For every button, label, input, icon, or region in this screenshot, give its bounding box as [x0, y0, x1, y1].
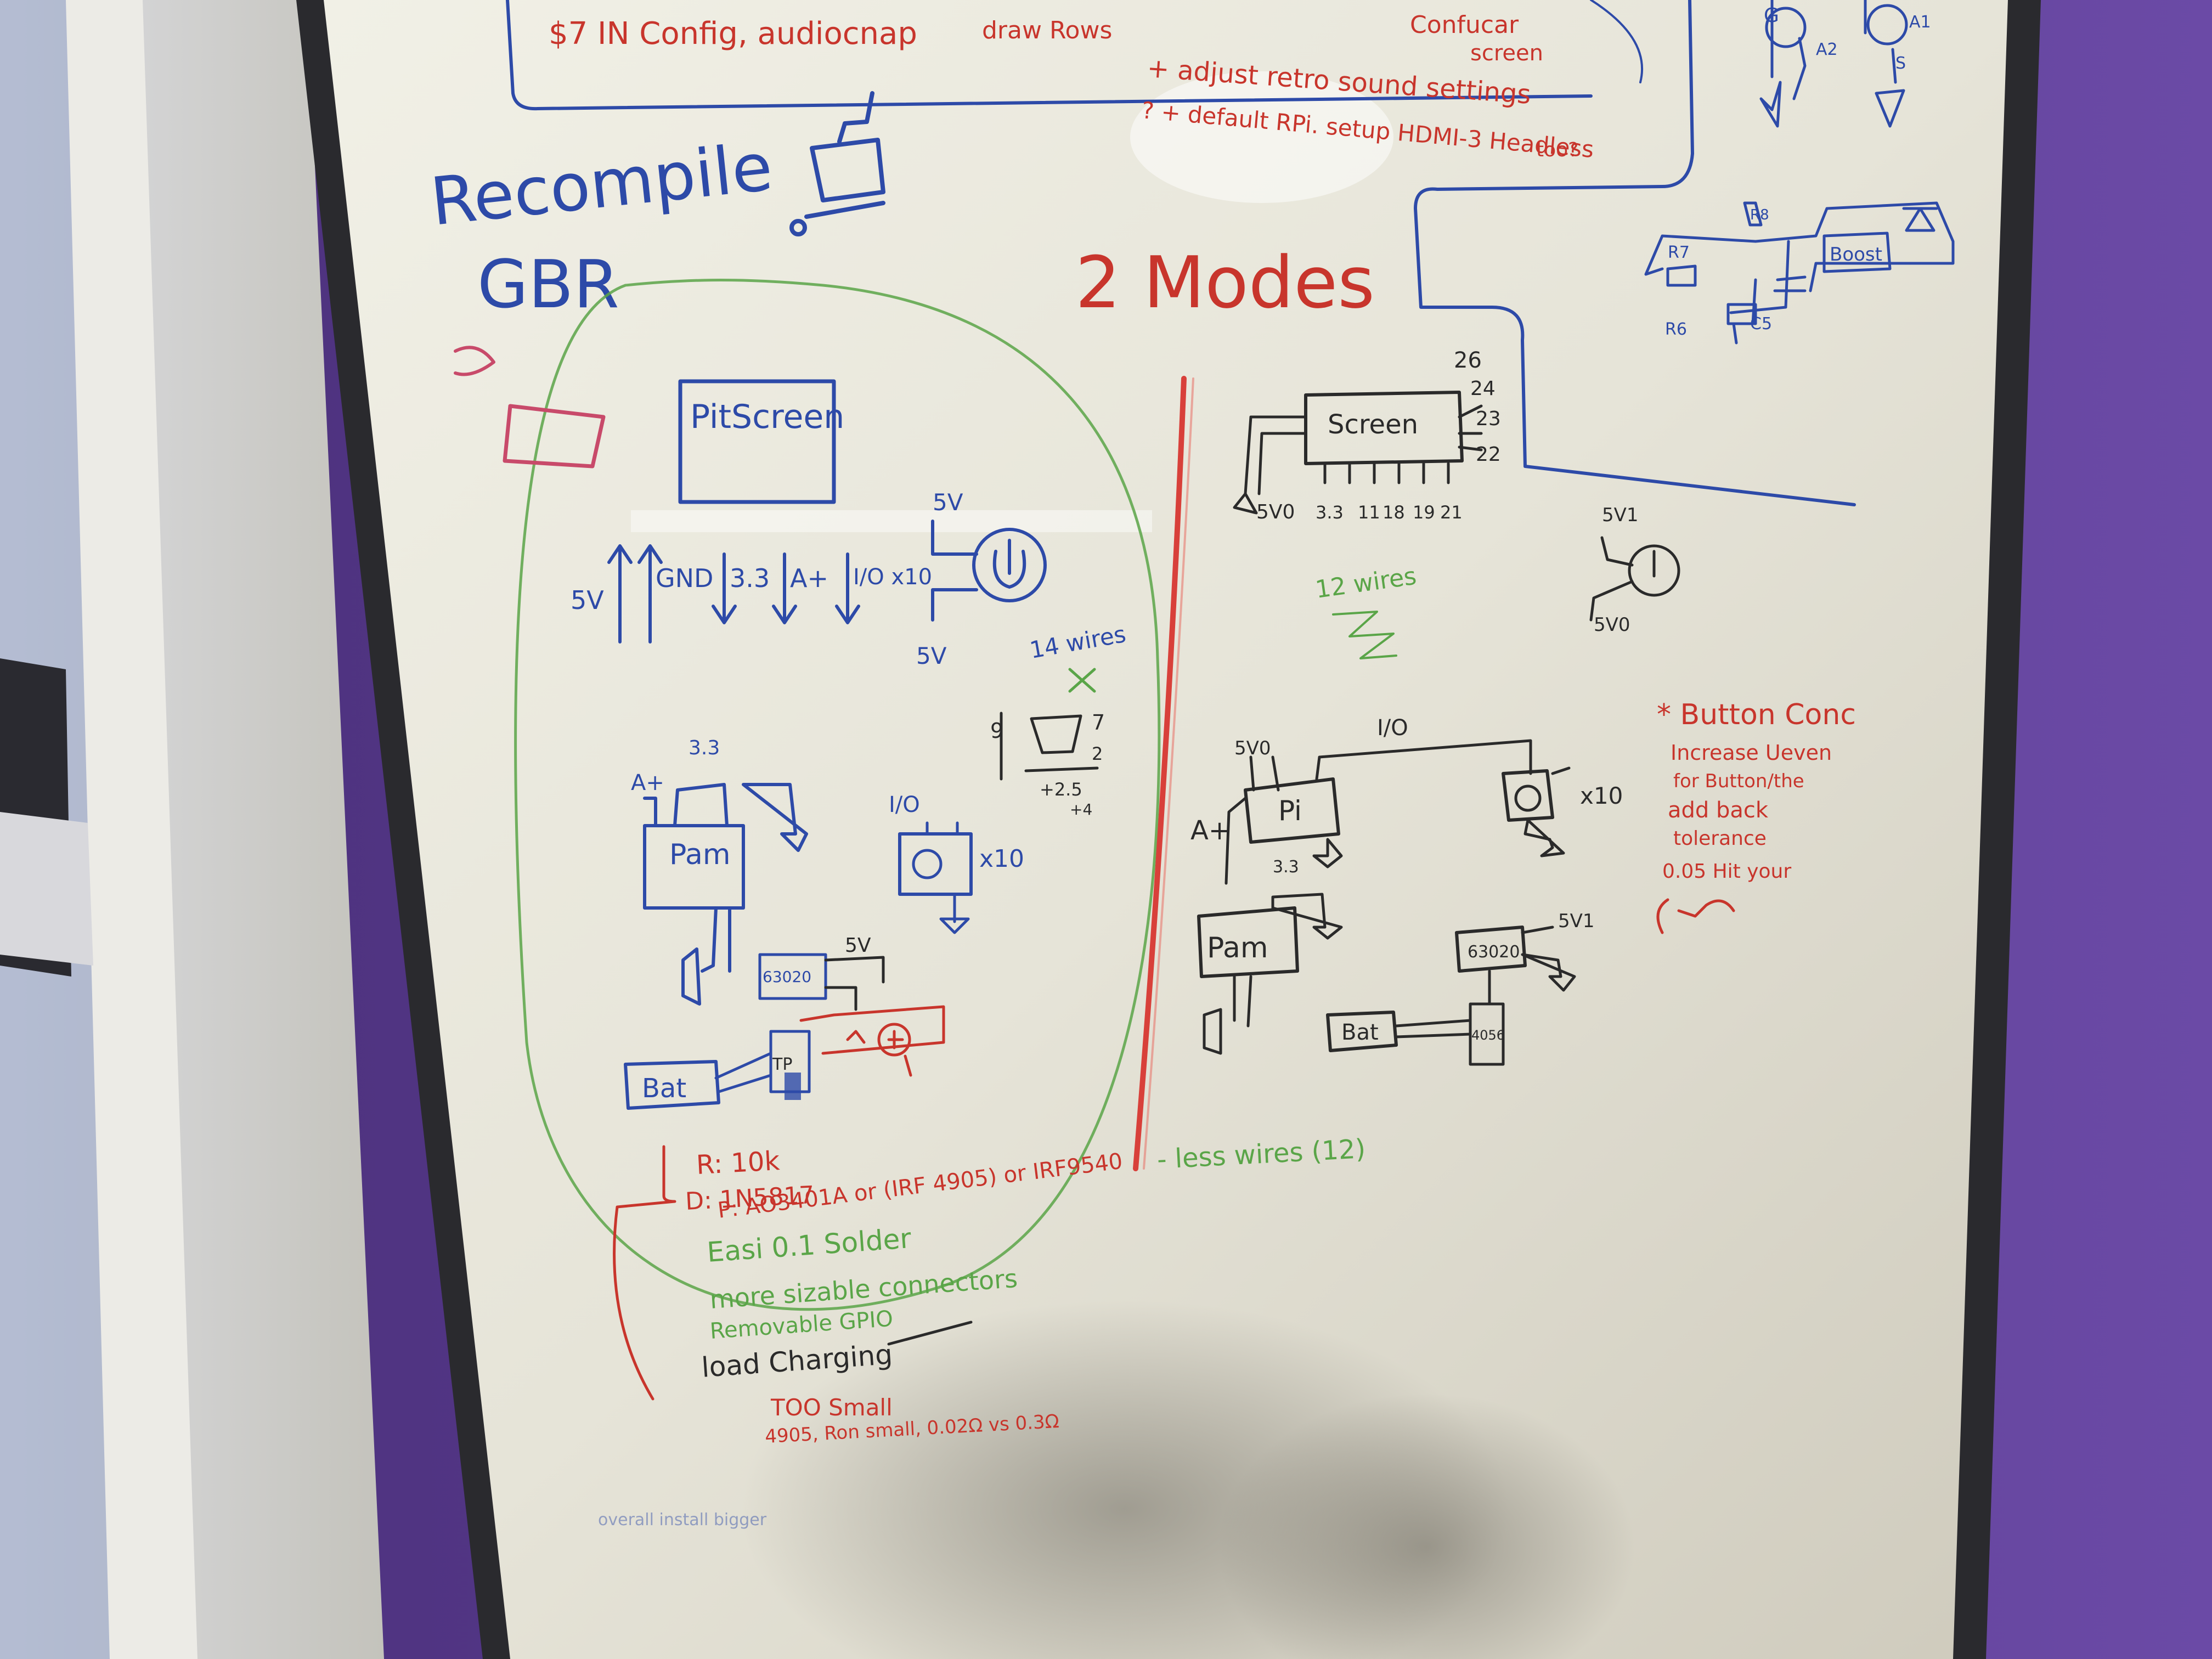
power-switch-icon — [931, 520, 1047, 622]
left-mode-oval — [514, 279, 1161, 1311]
handwritten-text: Pam — [1207, 932, 1268, 964]
handwritten-text: S — [1895, 54, 1906, 73]
handwritten-text: x10 — [979, 845, 1024, 873]
mode-divider — [1133, 376, 1187, 1171]
pitscreen-box — [678, 379, 836, 504]
handwritten-text: 5V1 — [1602, 504, 1639, 526]
handwritten-text: Pam — [669, 838, 731, 871]
handwritten-text: 26 — [1454, 348, 1482, 373]
button-note-line: Increase Ueven — [1671, 741, 1832, 765]
handwritten-text: 5V0 — [1256, 501, 1295, 523]
handwritten-text: 7 — [1092, 710, 1105, 735]
whiteboard — [324, 0, 2008, 1659]
pin-label: A+ — [790, 563, 828, 593]
amp-block-right — [1197, 906, 1299, 978]
part-diode: D: 1N5817 — [685, 1181, 815, 1216]
handwritten-text: I/O — [889, 792, 920, 817]
pin-label: 5V — [571, 585, 604, 615]
handwritten-text: x10 — [1580, 782, 1623, 809]
power-switch-right — [1589, 536, 1680, 622]
handwritten-text: 5V — [916, 642, 947, 669]
pitscreen-label: PitScreen — [690, 398, 844, 436]
handwritten-text: +2.5 — [1040, 779, 1082, 800]
pin-label: I/O x10 — [853, 565, 932, 590]
handwritten-text: too? — [1536, 139, 1578, 161]
handwritten-text: 4056 — [1471, 1028, 1505, 1043]
handwritten-text: Confucar — [1410, 11, 1519, 39]
handwritten-text: 5V — [933, 489, 963, 516]
button-note-line: 0.05 Hit your — [1662, 860, 1791, 883]
note-config: $7 IN Config, audiocnap — [549, 16, 917, 52]
handwritten-text: 3.3 — [1316, 502, 1344, 523]
title-gbr: GBR — [477, 247, 619, 323]
part-resistor: R: 10k — [696, 1146, 781, 1181]
handwritten-text: A+ — [631, 770, 664, 795]
amp-block — [643, 824, 745, 910]
boost-block — [758, 953, 827, 1000]
door-frame — [66, 0, 198, 1659]
battery-right — [1326, 1011, 1398, 1052]
screen-block — [1304, 391, 1464, 465]
handwritten-text: 11 — [1358, 502, 1380, 523]
charge-circuit — [799, 1005, 945, 1077]
con-item: TOO Small — [770, 1394, 893, 1421]
top-right-circuit — [1644, 0, 1955, 345]
button-title: * Button Conc — [1657, 698, 1856, 731]
handwritten-text: 18 — [1383, 502, 1405, 523]
boost-block-right — [1455, 926, 1527, 973]
top-right-region — [1414, 0, 1856, 506]
handwritten-text: 3.3 — [1273, 857, 1299, 877]
handwritten-text: A+ — [1190, 815, 1231, 846]
pi-block — [1244, 777, 1340, 844]
handwritten-text: Boost — [1830, 244, 1882, 266]
handwritten-text: 63020 — [763, 968, 811, 986]
handwritten-text: 5V0 — [1234, 737, 1271, 759]
button-note-line: for Button/the — [1673, 770, 1804, 792]
handwritten-text: Screen — [1328, 409, 1418, 440]
battery — [624, 1060, 720, 1110]
handwritten-text: 3.3 — [689, 737, 720, 759]
pin-label: GND — [656, 563, 713, 593]
io-block-right — [1502, 769, 1554, 822]
handwritten-text: 21 — [1440, 502, 1463, 523]
handwritten-text: Bat — [1341, 1020, 1379, 1045]
handwritten-text: 2 — [1092, 743, 1103, 764]
handwritten-text: 9 — [990, 719, 1003, 743]
handwritten-text: 24 — [1470, 377, 1496, 400]
handwritten-text: 22 — [1476, 443, 1501, 466]
handwritten-text: R7 — [1668, 243, 1690, 262]
handwritten-text: Pi — [1278, 795, 1302, 827]
button-note-line: add back — [1668, 798, 1769, 823]
faint-note: overall install bigger — [598, 1510, 767, 1530]
handwritten-text: G — [1764, 4, 1779, 27]
handwritten-text: C5 — [1750, 314, 1772, 334]
paper-object — [0, 812, 93, 966]
cart-icon — [789, 91, 885, 236]
handwritten-text: A1 — [1909, 13, 1931, 32]
handwritten-text: 63020 — [1468, 943, 1520, 962]
handwritten-text: 19 — [1413, 502, 1435, 523]
handwritten-text: I/O — [1377, 715, 1408, 741]
title-2-modes: 2 Modes — [1075, 241, 1375, 324]
handwritten-text: Bat — [642, 1073, 686, 1104]
button-note-line: tolerance — [1673, 827, 1767, 850]
pin-label: 3.3 — [730, 563, 770, 593]
handwritten-text: TP — [772, 1055, 792, 1074]
handwritten-text: 5V1 — [1558, 910, 1595, 932]
handwritten-text: A2 — [1816, 40, 1838, 59]
handwritten-text: R6 — [1665, 320, 1687, 339]
handwritten-text: 23 — [1476, 408, 1501, 430]
handwritten-text: screen — [1470, 41, 1543, 66]
handwritten-text: 5V — [845, 934, 871, 957]
io-block — [898, 832, 973, 896]
handwritten-text: +4 — [1070, 800, 1092, 819]
handwritten-text: 5V0 — [1594, 614, 1630, 636]
handwritten-text: R8 — [1750, 207, 1769, 223]
handwritten-text: draw Rows — [982, 16, 1112, 44]
